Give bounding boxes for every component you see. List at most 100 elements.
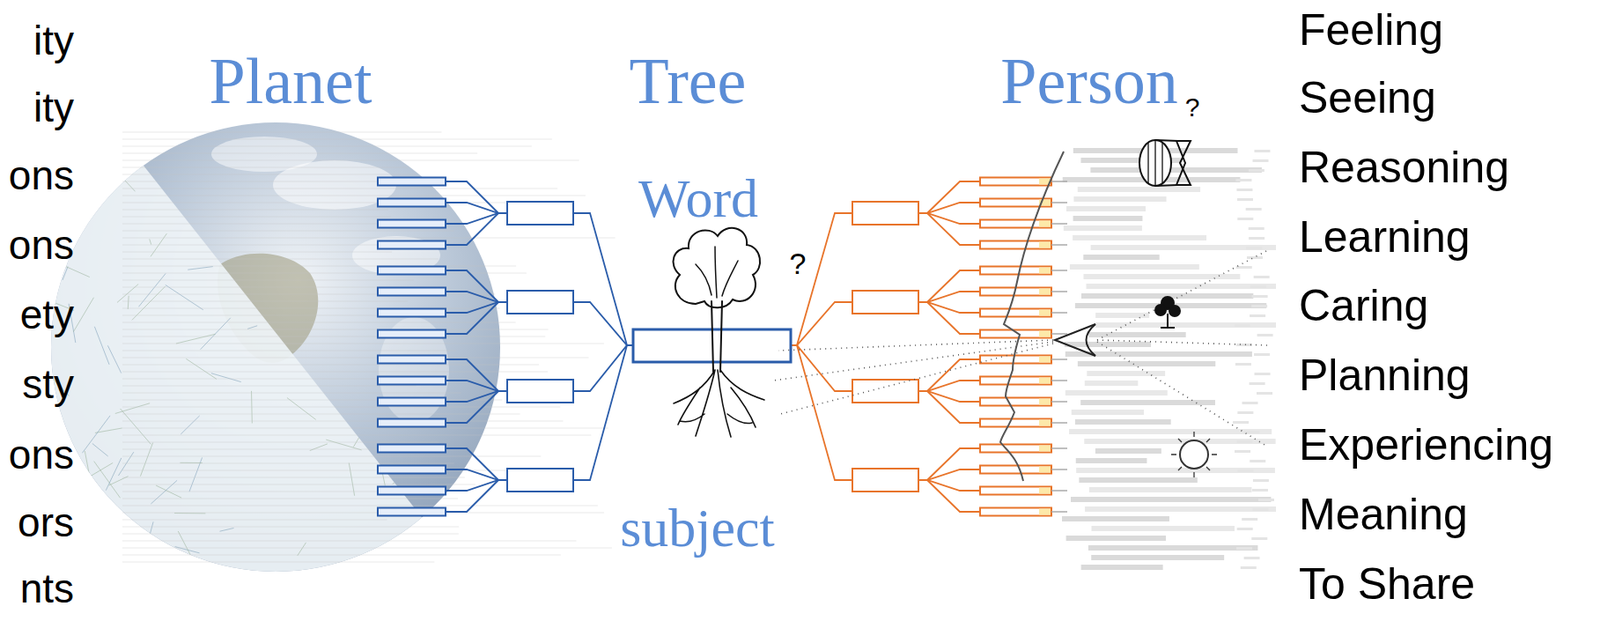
network-line <box>177 530 193 561</box>
faculty-word: Caring <box>1298 280 1429 332</box>
network-line <box>84 450 92 488</box>
faint-bars <box>1061 147 1276 570</box>
leaf-tip <box>1039 445 1051 452</box>
faint-bar <box>1236 440 1253 443</box>
leaf-box <box>980 355 1052 364</box>
faint-bar <box>1080 399 1216 406</box>
leaf-tip <box>1039 420 1051 427</box>
branch-line <box>573 345 634 480</box>
faint-bar <box>1072 235 1207 241</box>
section-title: Tree <box>629 44 747 119</box>
tree-canopy <box>673 228 761 308</box>
tree-branches <box>695 246 738 298</box>
dotted-line <box>1097 341 1265 445</box>
faint-bar <box>1256 391 1273 395</box>
branch-box <box>507 468 574 492</box>
faint-bar <box>1066 206 1146 212</box>
branch-line <box>790 345 853 480</box>
faint-bar <box>1084 380 1139 386</box>
sun-rays <box>1171 431 1217 478</box>
faint-bar <box>1242 401 1259 405</box>
faint-line <box>122 230 455 232</box>
leaf-tip <box>1039 242 1051 249</box>
faculty-word: Reasoning <box>1298 142 1510 194</box>
leaf-box <box>377 330 446 339</box>
brain-body <box>1155 140 1179 186</box>
faint-line <box>122 470 569 472</box>
faint-bar <box>1235 362 1252 366</box>
faint-bar <box>1089 486 1253 493</box>
question-mark: ? <box>789 246 807 281</box>
faint-bar <box>1095 322 1276 328</box>
faint-bar <box>1086 370 1165 377</box>
faint-bar <box>1251 537 1268 540</box>
grey-extension <box>1051 311 1068 314</box>
cloud <box>211 136 318 172</box>
faint-line <box>122 188 558 190</box>
faint-line <box>122 413 521 415</box>
leaf-tip <box>1039 377 1051 384</box>
faint-bar <box>1237 198 1254 201</box>
dotted-line <box>778 339 1054 351</box>
faint-bar <box>1086 283 1276 289</box>
faint-line <box>122 146 532 148</box>
branch-line <box>918 291 981 303</box>
network-line <box>41 350 46 354</box>
faint-line <box>122 202 537 204</box>
branch-box <box>507 201 574 225</box>
faint-line <box>122 561 435 563</box>
faint-line <box>122 195 586 197</box>
faint-line <box>122 484 476 486</box>
tree-trunk <box>711 301 723 372</box>
faint-bar <box>1253 372 1270 376</box>
faint-line <box>122 167 408 169</box>
network-line <box>149 238 152 244</box>
faint-line <box>122 357 590 359</box>
network-line <box>187 266 214 271</box>
leaf-box <box>980 241 1052 250</box>
faint-bar <box>1246 246 1262 250</box>
faint-bar <box>1073 196 1166 202</box>
planet-globe <box>0 99 501 621</box>
faint-line <box>122 512 605 514</box>
network-line <box>291 190 310 212</box>
faint-bar <box>1252 294 1269 298</box>
sight-lines <box>773 250 1269 445</box>
faint-bar <box>1069 428 1272 435</box>
faint-bar <box>1091 244 1276 251</box>
network-line <box>361 315 363 332</box>
network-line <box>62 266 68 281</box>
faint-bar <box>1234 324 1251 327</box>
branch-line <box>918 479 981 512</box>
faint-line <box>122 181 390 183</box>
faint-line <box>122 463 455 465</box>
branch-line <box>445 213 508 224</box>
faint-bar <box>1090 167 1261 173</box>
faint-line <box>122 427 609 429</box>
faint-bar <box>1253 353 1270 356</box>
faint-bar <box>1075 419 1172 425</box>
branch-line <box>445 270 508 303</box>
leaf-tip <box>1039 309 1051 317</box>
faint-bar <box>1244 556 1261 560</box>
grey-extension <box>1051 510 1068 513</box>
cut-word: ons <box>8 152 74 200</box>
small-tree-icon <box>1169 305 1180 317</box>
branch-box <box>507 290 574 314</box>
network-line <box>176 333 216 344</box>
network-line <box>115 403 150 414</box>
leaf-box <box>377 220 446 229</box>
question-mark: ? <box>1185 92 1201 124</box>
faint-bar <box>1253 159 1269 163</box>
faint-line <box>122 505 598 507</box>
leaf-box <box>377 309 446 318</box>
faint-bar <box>1077 361 1216 367</box>
grey-extension <box>1051 400 1068 403</box>
faint-line <box>122 350 457 352</box>
leaf-box <box>377 287 446 296</box>
network-line <box>92 443 109 457</box>
faint-bar <box>1084 506 1276 512</box>
leaf-box <box>377 486 446 495</box>
leaf-box <box>980 177 1052 186</box>
network-line <box>287 398 317 421</box>
